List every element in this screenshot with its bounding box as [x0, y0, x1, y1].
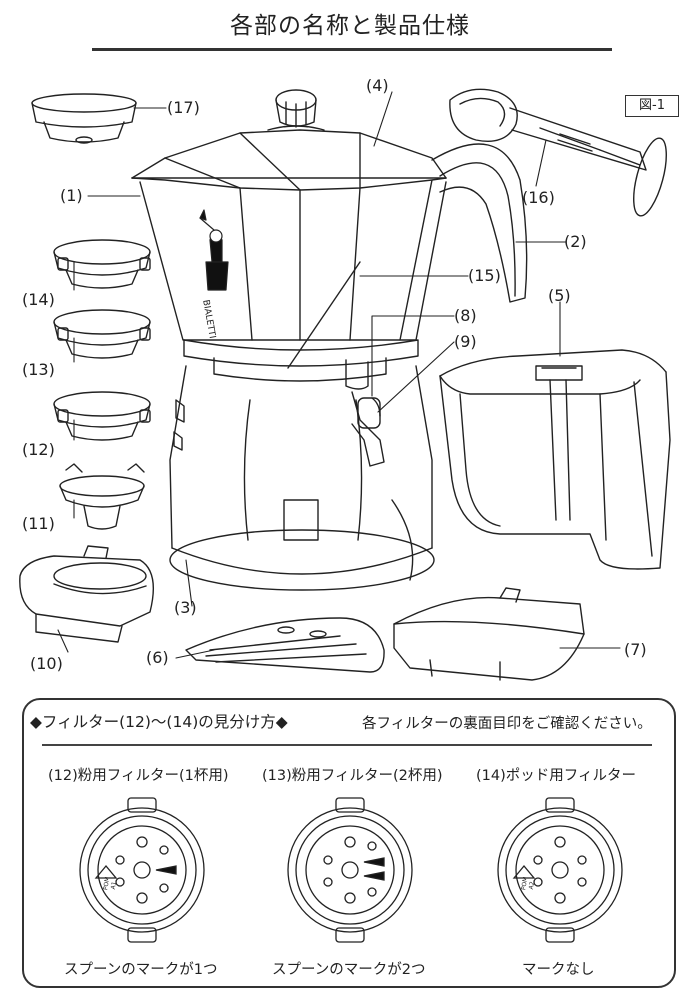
part-7-drip-tray [393, 587, 585, 681]
filter-guide-panel [22, 698, 676, 988]
filter-guide-divider [42, 744, 652, 746]
label-10: (10) [30, 654, 63, 673]
figure-label: 図-1 [625, 95, 679, 117]
part-6-grill [185, 617, 385, 673]
part-10-holder [19, 545, 154, 643]
filter-12-back [79, 797, 205, 943]
bialetti-logo [199, 209, 229, 291]
part-5-tray-box [439, 349, 671, 570]
recycle-icon [512, 864, 536, 879]
part-13-filter [53, 309, 151, 359]
filter-14-mark: A2 [527, 880, 537, 891]
part-14-filter [53, 239, 151, 289]
spoon-mark-icon [155, 865, 177, 875]
filter-12-title: (12)粉用フィルター(1杯用) [48, 768, 229, 784]
filter-13-back [287, 797, 413, 943]
label-5: (5) [548, 286, 571, 305]
filter-12-mark: A1 [109, 880, 119, 891]
label-6: (6) [146, 648, 169, 667]
filter-guide-title: ◆フィルター(12)〜(14)の見分け方◆ [30, 713, 288, 731]
label-17: (17) [167, 98, 200, 117]
label-4: (4) [366, 76, 389, 95]
label-leaders [57, 91, 621, 659]
page-title: 各部の名称と製品仕様 [230, 13, 470, 39]
part-1-upper-body [131, 89, 447, 341]
part-17-cap [31, 93, 137, 144]
part-11-funnel [59, 463, 145, 530]
part-2-handle [431, 143, 528, 303]
label-9: (9) [454, 332, 477, 351]
filter-13-caption: スプーンのマークが2つ [272, 962, 426, 978]
label-12: (12) [22, 440, 55, 459]
filter-12-caption: スプーンのマークが1つ [64, 962, 218, 978]
collar-ring [183, 339, 419, 390]
label-11: (11) [22, 514, 55, 533]
label-16: (16) [522, 188, 555, 207]
spoon-mark-icon [363, 857, 385, 867]
label-3: (3) [174, 598, 197, 617]
label-7: (7) [624, 640, 647, 659]
label-8: (8) [454, 306, 477, 325]
filter-13-title: (13)粉用フィルター(2杯用) [262, 768, 443, 784]
spoon-mark-icon [363, 871, 385, 881]
leader-15 [287, 261, 361, 369]
filter-14-caption: マークなし [522, 962, 595, 978]
part-12-filter [53, 391, 151, 441]
label-15: (15) [468, 266, 501, 285]
label-14: (14) [22, 290, 55, 309]
label-13: (13) [22, 360, 55, 379]
part-16-spoon [449, 88, 667, 217]
title-underline [92, 48, 612, 51]
part-8-9-nozzle [351, 391, 385, 467]
label-1: (1) [60, 186, 83, 205]
label-2: (2) [564, 232, 587, 251]
exploded-diagram: BIALETTI [19, 88, 671, 681]
filter-14-back [497, 797, 623, 943]
filter-14-title: (14)ポッド用フィルター [476, 768, 636, 784]
recycle-icon [94, 864, 118, 879]
filter-guide-note: 各フィルターの裏面目印をご確認ください。 [362, 716, 652, 732]
part-3-lower-body [169, 365, 435, 591]
